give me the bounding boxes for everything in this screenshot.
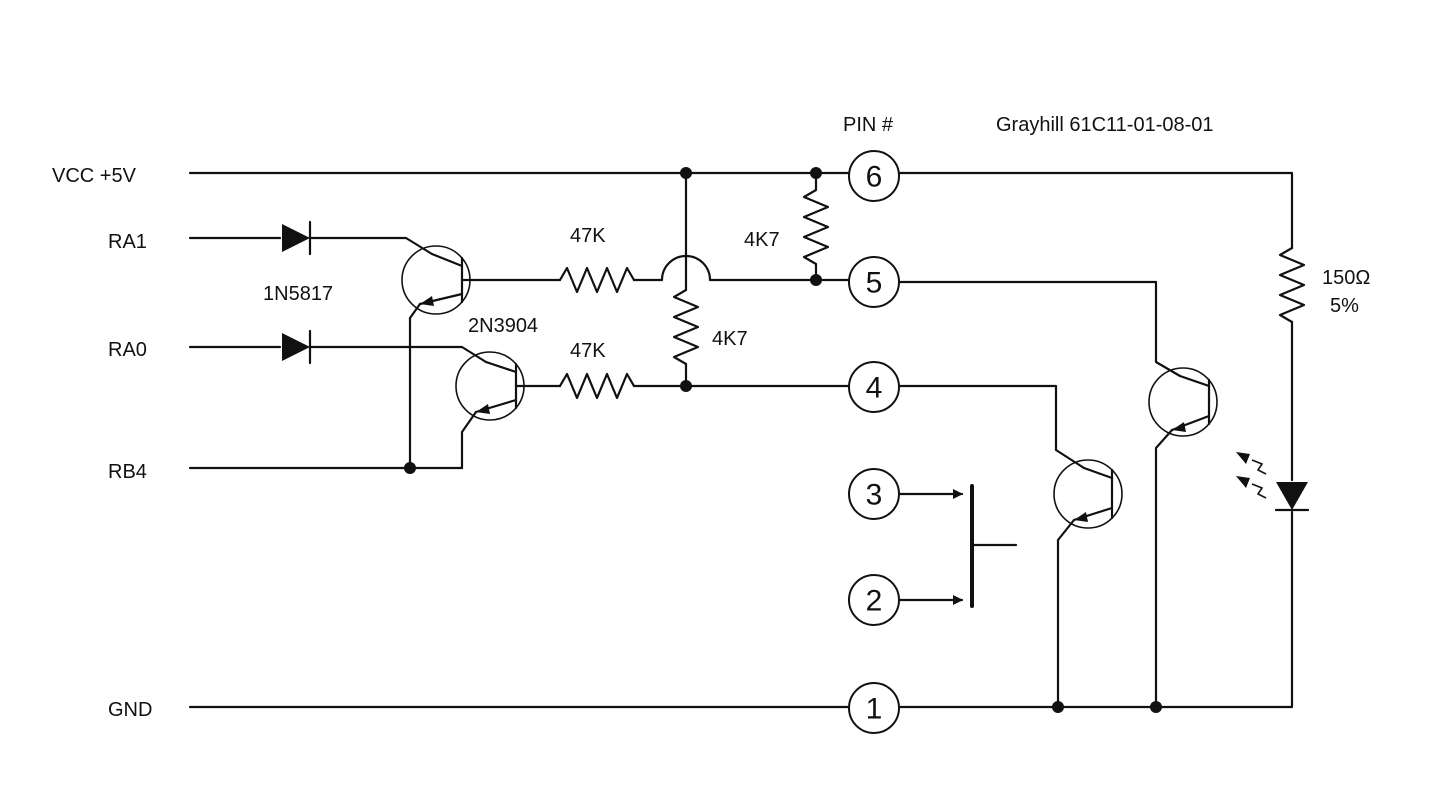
transistor-pin4 [1053, 459, 1123, 529]
lower-emitter-to-rb4 [460, 410, 478, 470]
resistor-150-ohm [1278, 246, 1306, 324]
resistor-4k7-mid [672, 288, 700, 366]
resistor-label-47k-upper: 47K [570, 225, 606, 247]
net-label-vcc: VCC +5V [52, 165, 137, 187]
transistor-lower [455, 351, 525, 421]
diode-lower-to-collector [308, 345, 488, 364]
svg-text:2: 2 [866, 585, 883, 618]
junction-rb4 [404, 462, 416, 474]
pin-2: 2 [848, 574, 900, 626]
transistor-part-label: 2N3904 [468, 315, 538, 337]
resistor-4k7-pin5 [802, 171, 830, 282]
net-label-ra1: RA1 [108, 231, 147, 253]
pin-5: 5 [848, 256, 900, 308]
net-label-ra0: RA0 [108, 339, 147, 361]
junction-pin4-mid [680, 380, 692, 392]
net-label-gnd: GND [108, 699, 152, 721]
diode-upper-to-collector [308, 236, 434, 256]
svg-text:4: 4 [866, 372, 883, 405]
pin-6: 6 [848, 150, 900, 202]
led-emission-arrows [1236, 452, 1267, 499]
resistor-label-4k7-pin5: 4K7 [744, 229, 780, 251]
diode-upper [282, 220, 312, 256]
diode-part-label: 1N5817 [263, 283, 333, 305]
svg-text:6: 6 [866, 161, 883, 194]
pin5-transistor-to-gnd [1154, 428, 1174, 709]
svg-text:3: 3 [866, 479, 883, 512]
net-label-rb4: RB4 [108, 461, 147, 483]
pin4-transistor-to-gnd [1056, 518, 1076, 709]
diode-lower [282, 329, 312, 365]
junction-vcc-mid [680, 167, 692, 179]
pin-3: 3 [848, 468, 900, 520]
pin-heading: PIN # [843, 114, 894, 136]
resistor-47k-lower [558, 372, 636, 400]
transistor-upper [401, 245, 471, 315]
led-diode [1274, 482, 1310, 512]
pin-1: 1 [848, 682, 900, 734]
upper-emitter-to-rb4 [408, 302, 422, 470]
resistor-label-led-value: 150Ω [1322, 267, 1370, 289]
vcc-rail [188, 171, 1294, 250]
junction-pin5 [810, 274, 822, 286]
resistor-label-4k7-mid: 4K7 [712, 328, 748, 350]
resistor-label-led-tolerance: 5% [1330, 295, 1359, 317]
resistor-label-47k-lower: 47K [570, 340, 606, 362]
junction-pin6 [810, 167, 822, 179]
transistor-pin5 [1148, 367, 1218, 437]
photo-sensor-bar [970, 484, 1018, 608]
gnd-rail [188, 510, 1294, 709]
junction-gnd-2 [1150, 701, 1162, 713]
pin4-to-collector [898, 384, 1086, 470]
junction-gnd-1 [1052, 701, 1064, 713]
pin5-to-collector [898, 280, 1182, 378]
resistor-47k-upper [558, 266, 636, 294]
svg-text:1: 1 [866, 693, 883, 726]
svg-text:5: 5 [866, 267, 883, 300]
pin-4: 4 [848, 361, 900, 413]
part-number-label: Grayhill 61C11-01-08-01 [996, 114, 1214, 136]
